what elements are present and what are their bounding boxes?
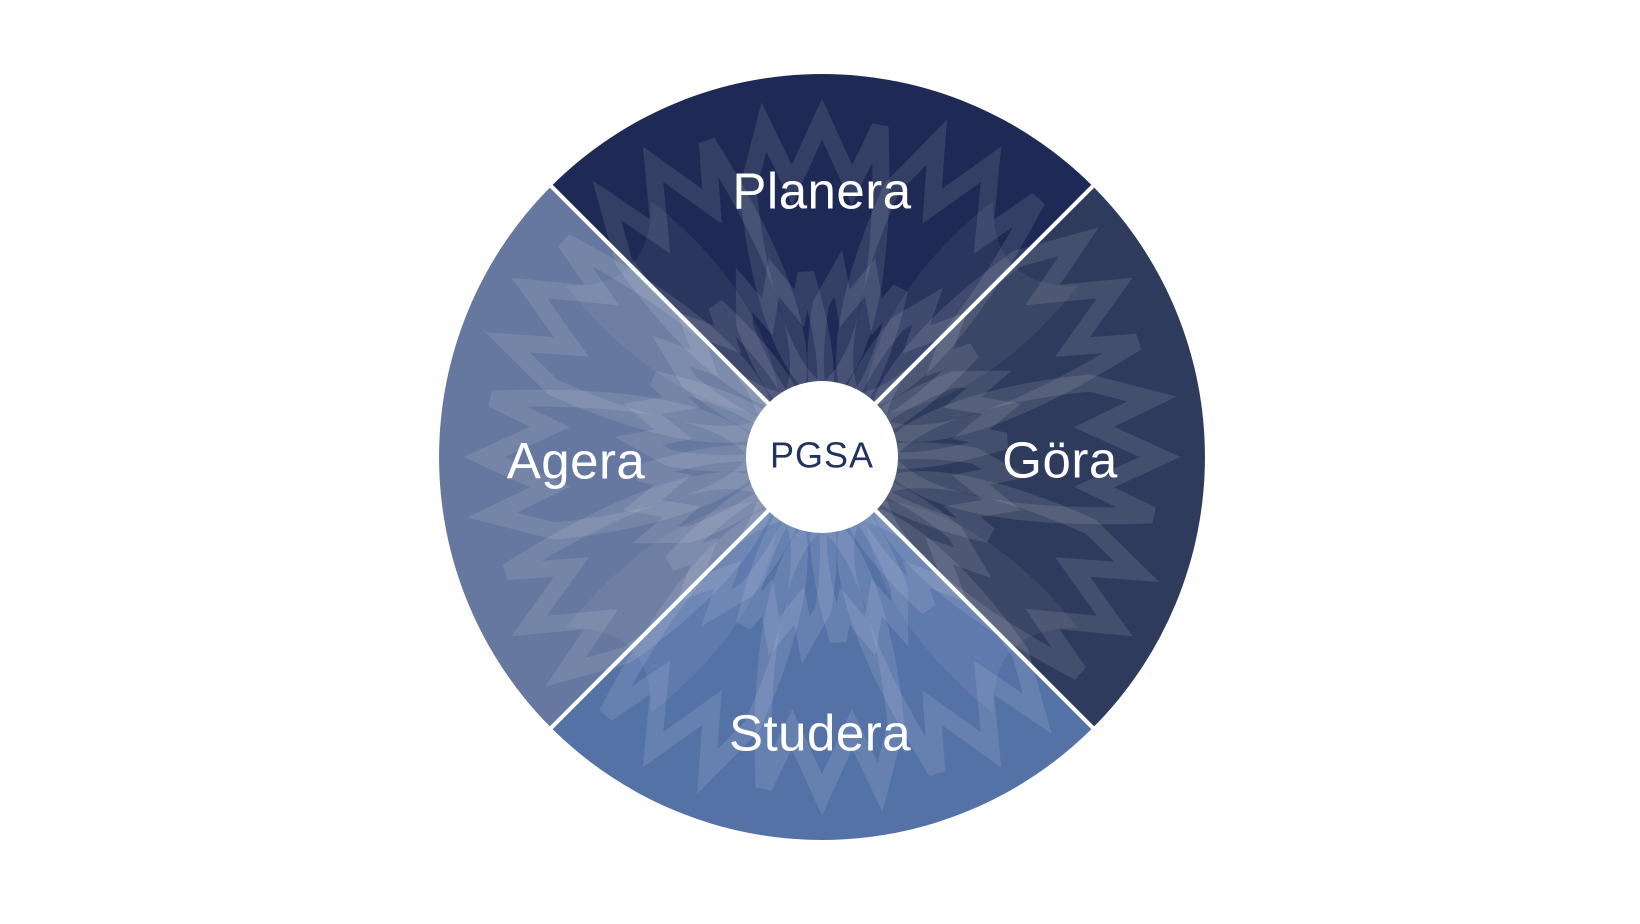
quadrant-planera <box>551 74 1093 457</box>
label-gora: Göra <box>1002 432 1118 489</box>
label-agera: Agera <box>507 433 646 490</box>
label-studera: Studera <box>729 705 911 762</box>
quadrant-wedges <box>439 74 1205 840</box>
center-circle <box>746 381 898 533</box>
quadrant-studera <box>551 457 1093 840</box>
center-label-pgsa: PGSA <box>770 435 874 476</box>
quadrant-agera <box>439 186 822 728</box>
label-planera: Planera <box>732 163 911 220</box>
quadrant-gora <box>822 186 1205 728</box>
